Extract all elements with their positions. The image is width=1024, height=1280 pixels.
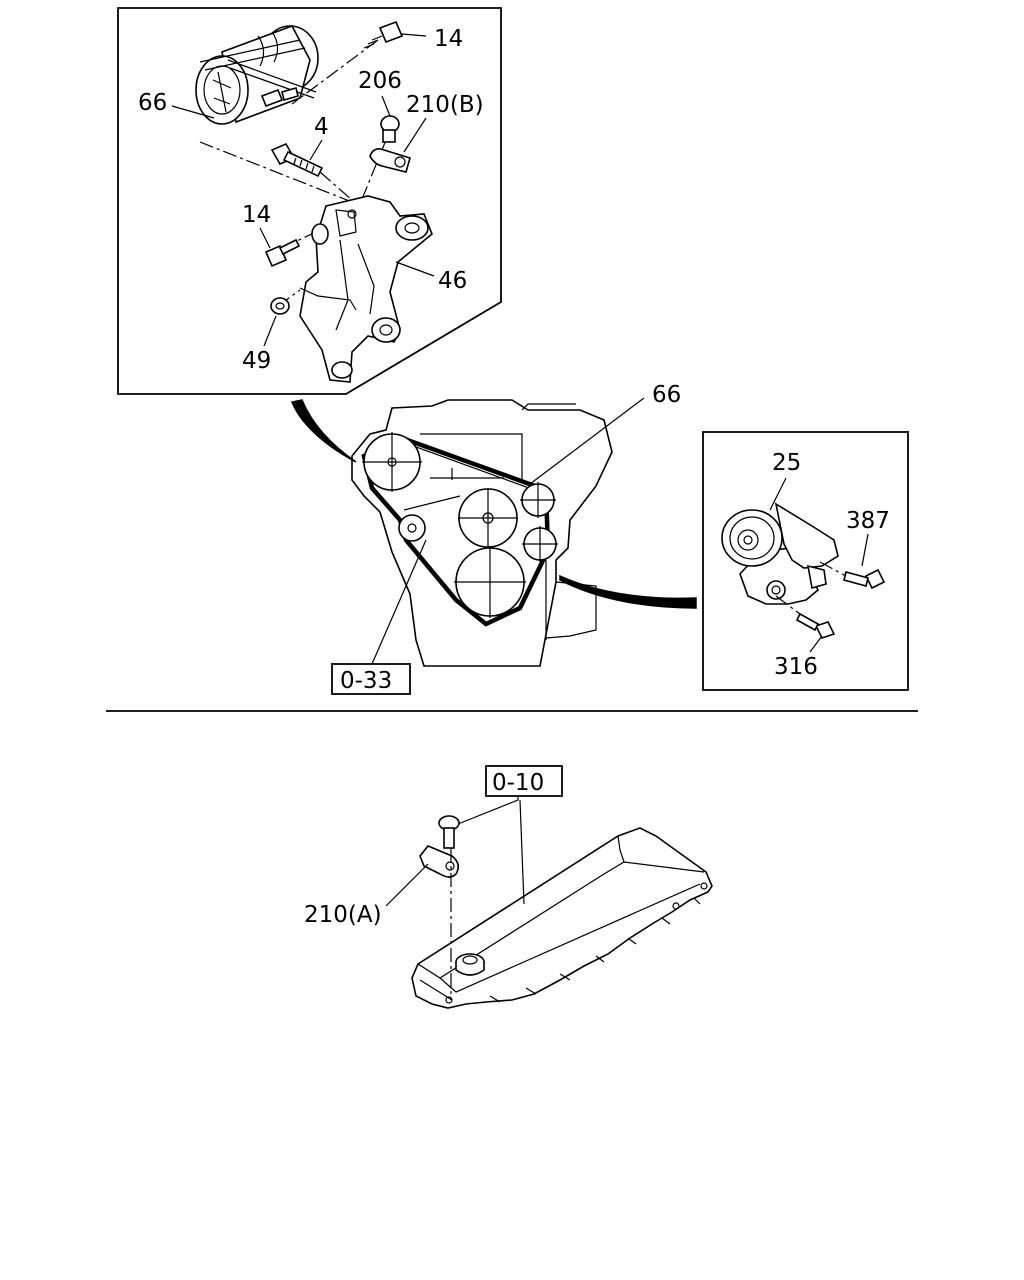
- label-66-mid: 66: [652, 382, 681, 408]
- leader-4: [309, 139, 323, 161]
- clip-210a: [419, 845, 460, 878]
- guide-line-bolt-316: [775, 595, 801, 615]
- leader-66-top: [171, 105, 215, 119]
- inset-frame-tensioner: [702, 431, 909, 691]
- leader-316: [809, 635, 823, 653]
- leader-49: [263, 315, 277, 347]
- label-4: 4: [314, 114, 329, 140]
- guide-line-bolt-14: [291, 39, 379, 105]
- bolt-316: [795, 612, 836, 639]
- pulley-tensioner: [520, 482, 556, 518]
- pulley-fan: [522, 526, 558, 562]
- bolt-206: [380, 115, 400, 143]
- label-49: 49: [242, 348, 271, 374]
- oil-filler-cap: [455, 953, 485, 976]
- cylinder-head-cover: [411, 827, 713, 1009]
- label-210a: 210(A): [304, 902, 382, 928]
- label-46: 46: [438, 268, 467, 294]
- compressor-bracket-inset: 14 206 210(B) 66 4 14 46 49: [117, 7, 502, 395]
- label-14-lower: 14: [242, 202, 271, 228]
- leader-25: [769, 477, 787, 511]
- leader-206: [381, 95, 391, 117]
- label-316: 316: [774, 654, 818, 680]
- drive-belt: [361, 435, 551, 627]
- arrow-to-compressor-inset: [290, 399, 357, 463]
- engine-belt-layout: 66 0-33: [290, 382, 697, 695]
- ref-label-033: 0-33: [340, 668, 392, 694]
- leader-14-top: [401, 33, 427, 37]
- leader-210a: [385, 863, 429, 907]
- label-14-top: 14: [434, 26, 463, 52]
- label-387: 387: [846, 508, 890, 534]
- bolt-14-lower: [264, 238, 301, 268]
- label-206: 206: [358, 68, 402, 94]
- leader-010-to-bolt: [457, 796, 519, 825]
- guide-line-compressor: [199, 141, 353, 203]
- bolt-14-top: [363, 20, 404, 49]
- leader-010-to-cover: [519, 799, 525, 905]
- label-210b: 210(B): [406, 92, 484, 118]
- tensioner-assembly-25: [721, 502, 839, 605]
- leader-387: [861, 533, 869, 567]
- engine-outline: [351, 399, 613, 667]
- bolt-4: [270, 142, 324, 178]
- pulley-crankshaft: [454, 546, 526, 618]
- ref-box-010: [485, 765, 563, 797]
- leader-66-mid: [529, 397, 645, 485]
- compressor-drawing: [195, 25, 319, 125]
- bolt-387: [843, 568, 886, 590]
- pulley-idler-left: [398, 514, 426, 542]
- pulley-compressor: [362, 432, 422, 492]
- arrow-to-tensioner-inset: [559, 574, 697, 609]
- label-25: 25: [772, 450, 801, 476]
- pulley-alternator: [458, 488, 518, 548]
- bolt-head-cover: [438, 815, 460, 849]
- label-66-top: 66: [138, 90, 167, 116]
- bracket-46: [299, 195, 433, 383]
- ref-label-010: 0-10: [492, 770, 544, 796]
- nut-49: [270, 297, 290, 315]
- leader-033: [371, 539, 427, 665]
- leader-46: [395, 261, 435, 277]
- inset-frame-compressor: [117, 7, 502, 395]
- leader-210b: [403, 117, 427, 153]
- tensioner-inset: 25 387 316: [702, 431, 909, 691]
- clip-210b: [369, 148, 411, 173]
- ref-box-033: [331, 663, 411, 695]
- head-cover-section: 0-10 210(A): [304, 765, 713, 1009]
- leader-14-lower: [259, 227, 271, 249]
- guide-line-bolt-4: [319, 171, 353, 201]
- guide-line-bolt-387: [819, 561, 847, 577]
